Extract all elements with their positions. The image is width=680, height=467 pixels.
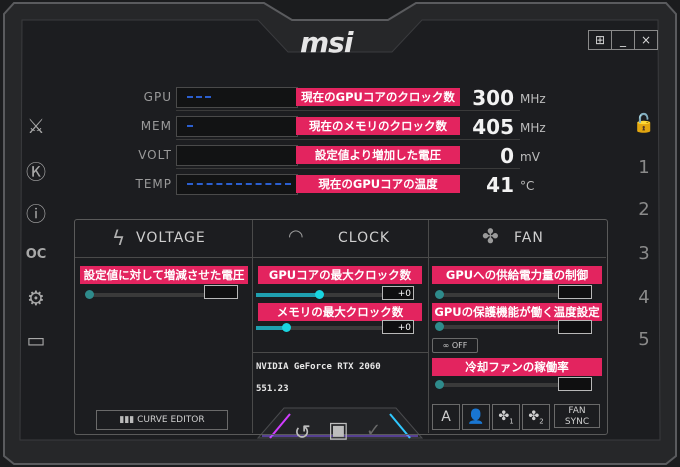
- profile-1[interactable]: 1: [638, 157, 650, 178]
- memory-clock-value[interactable]: +0: [382, 320, 414, 334]
- gpu-value: 300: [472, 86, 514, 110]
- mem-unit: MHz: [520, 121, 546, 135]
- lightning-icon: ϟ: [112, 226, 126, 250]
- monitor-icon[interactable]: ▭: [26, 328, 46, 352]
- fan-icon: ✤: [528, 409, 540, 424]
- memory-clock-knob[interactable]: [282, 323, 292, 332]
- kombustor-icon[interactable]: Ⓚ: [26, 159, 46, 184]
- volt-graph: [176, 145, 298, 166]
- core-clock-annotation: GPUコアの最大クロック数: [258, 266, 422, 284]
- fan-speed-slider[interactable]: [435, 380, 558, 389]
- mem-value: 405: [472, 115, 514, 139]
- panel-divider: [428, 220, 429, 433]
- minimize-button[interactable]: _: [612, 31, 635, 49]
- settings-icon[interactable]: ⚙: [27, 286, 45, 310]
- msi-dragon-icon[interactable]: ⚔: [27, 114, 45, 138]
- temp-limit-knob[interactable]: [435, 322, 444, 331]
- temp-label: TEMP: [135, 177, 172, 191]
- fan-icon: ✤: [482, 224, 499, 248]
- mem-graph: [176, 116, 298, 137]
- fan-speed-value[interactable]: [558, 377, 592, 391]
- msi-logo: msi: [300, 26, 353, 59]
- temp-unit: °C: [520, 179, 535, 193]
- power-limit-value[interactable]: [558, 285, 592, 299]
- link-toggle[interactable]: ∞ OFF: [432, 338, 478, 353]
- temp-annotation: 現在のGPUコアの温度: [296, 175, 460, 193]
- fan-speed-annotation: 冷却ファンの稼働率: [432, 358, 602, 376]
- core-clock-knob[interactable]: [315, 290, 324, 299]
- fan-title: FAN: [514, 230, 544, 246]
- panel-header-line: [75, 257, 606, 258]
- volt-annotation: 設定値より増加した電圧: [296, 146, 460, 164]
- fan-2-number: 2: [539, 417, 544, 426]
- oc-scanner-icon[interactable]: OC: [25, 246, 47, 262]
- save-icon[interactable]: ▣: [328, 418, 349, 443]
- temp-limit-annotation: GPUの保護機能が働く温度設定: [432, 303, 602, 321]
- voltage-slider-knob[interactable]: [85, 290, 94, 299]
- gpu-annotation: 現在のGPUコアのクロック数: [296, 88, 460, 106]
- profile-3[interactable]: 3: [638, 243, 650, 264]
- driver-version: 551.23: [256, 384, 289, 394]
- link-toggle-label: OFF: [451, 341, 468, 350]
- clock-info-line: [253, 352, 428, 353]
- memory-clock-slider[interactable]: [256, 323, 382, 332]
- info-icon[interactable]: ⓘ: [26, 201, 46, 226]
- apply-icon[interactable]: ✓: [366, 420, 382, 441]
- profile-5[interactable]: 5: [638, 329, 650, 350]
- fan-icon: ✤: [498, 409, 510, 424]
- gpu-graph: [176, 87, 298, 108]
- profile-2[interactable]: 2: [638, 199, 650, 220]
- temp-value: 41: [486, 173, 514, 197]
- fan-sync-line1: FAN: [568, 406, 586, 416]
- voltage-value-box[interactable]: [204, 285, 238, 299]
- memory-clock-annotation: メモリの最大クロック数: [258, 303, 422, 321]
- core-clock-slider[interactable]: [256, 290, 382, 299]
- user-icon[interactable]: 👤: [462, 404, 490, 430]
- fan-sync-button[interactable]: FAN SYNC: [554, 404, 600, 428]
- volt-unit: mV: [520, 150, 540, 164]
- link-icon: ∞: [442, 341, 450, 350]
- volt-value: 0: [500, 144, 514, 168]
- voltage-slider[interactable]: [85, 290, 204, 299]
- bars-icon: ▮▮▮: [119, 415, 135, 425]
- windows-icon[interactable]: ⊞: [589, 31, 612, 49]
- gpu-name: NVIDIA GeForce RTX 2060: [256, 362, 381, 372]
- fan-2-button[interactable]: ✤2: [522, 404, 550, 430]
- close-button[interactable]: ×: [640, 33, 652, 47]
- voltage-title: VOLTAGE: [136, 230, 206, 246]
- clock-title: CLOCK: [338, 230, 391, 246]
- fan-speed-knob[interactable]: [435, 380, 444, 389]
- fan-sync-line2: SYNC: [564, 417, 590, 427]
- gpu-label: GPU: [143, 90, 172, 104]
- fan-1-button[interactable]: ✤1: [492, 404, 520, 430]
- power-limit-slider[interactable]: [435, 290, 558, 299]
- control-panel: [74, 219, 608, 435]
- voltage-annotation: 設定値に対して増減させた電圧: [80, 266, 248, 284]
- gpu-unit: MHz: [520, 92, 546, 106]
- power-limit-annotation: GPUへの供給電力量の制御: [432, 266, 602, 284]
- speedometer-icon: ◠: [288, 226, 304, 247]
- window-controls: ⊞ _ ×: [588, 30, 658, 50]
- panel-divider: [252, 220, 253, 433]
- temp-limit-slider[interactable]: [435, 322, 558, 331]
- reset-icon[interactable]: ↺: [294, 420, 311, 444]
- fan-1-number: 1: [509, 417, 514, 426]
- mem-label: MEM: [140, 119, 172, 133]
- mem-annotation: 現在のメモリのクロック数: [296, 117, 460, 135]
- row-separator: [176, 168, 520, 169]
- profile-4[interactable]: 4: [638, 287, 650, 308]
- row-separator: [176, 139, 520, 140]
- lock-icon[interactable]: 🔓: [632, 113, 656, 134]
- curve-editor-button[interactable]: ▮▮▮ CURVE EDITOR: [96, 410, 228, 430]
- core-clock-value[interactable]: +0: [382, 286, 414, 300]
- temp-graph: [176, 174, 298, 195]
- power-limit-knob[interactable]: [435, 290, 444, 299]
- temp-limit-value[interactable]: [558, 320, 592, 334]
- volt-label: VOLT: [138, 148, 172, 162]
- auto-fan-button[interactable]: A: [432, 404, 460, 430]
- curve-editor-label: CURVE EDITOR: [137, 415, 205, 425]
- row-separator: [176, 110, 520, 111]
